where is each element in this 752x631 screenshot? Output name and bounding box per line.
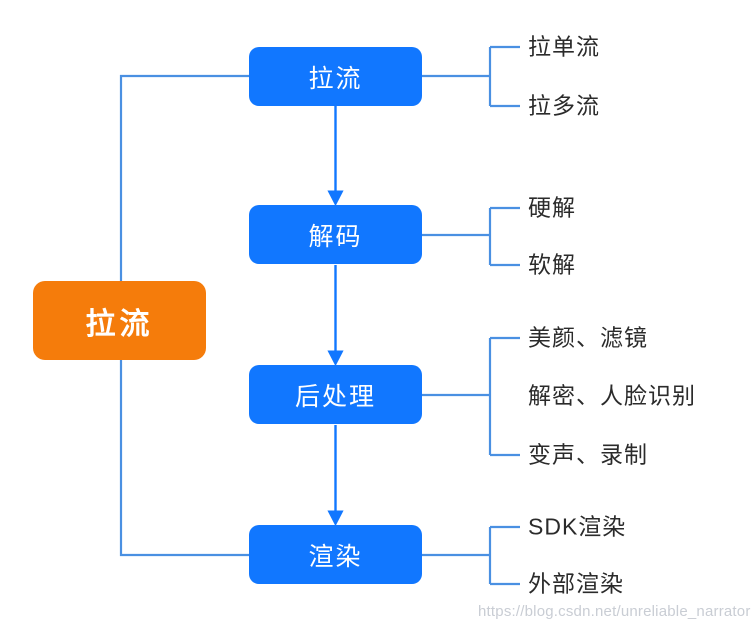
bracket-render bbox=[422, 525, 520, 586]
stage-node-label: 渲染 bbox=[308, 542, 363, 571]
leaf-label-beauty-filter: 美颜、滤镜 bbox=[528, 324, 648, 351]
stage-node-decode[interactable]: 解码 bbox=[249, 205, 422, 264]
leaf-label-decrypt-face-recognition: 解密、人脸识别 bbox=[528, 382, 696, 409]
root-node-label: 拉流 bbox=[85, 307, 154, 341]
watermark-text: https://blog.csdn.net/unreliable_narrato… bbox=[478, 603, 751, 620]
stage-node-render[interactable]: 渲染 bbox=[249, 525, 422, 584]
leaf-label-voice-change-record: 变声、录制 bbox=[528, 441, 648, 468]
leaf-label-sdk-render: SDK渲染 bbox=[528, 513, 627, 540]
leaf-label-hard-decode: 硬解 bbox=[528, 194, 576, 221]
stage-node-label: 后处理 bbox=[294, 382, 376, 411]
bracket-decode bbox=[422, 206, 520, 267]
leaf-brackets bbox=[422, 45, 520, 586]
leaf-label-pull-single: 拉单流 bbox=[528, 33, 600, 60]
leaf-label-soft-decode: 软解 bbox=[528, 251, 576, 278]
bracket-post bbox=[422, 336, 520, 457]
stage-node-label: 解码 bbox=[308, 222, 363, 251]
stage-node-label: 拉流 bbox=[308, 64, 363, 93]
leaf-label-pull-multi: 拉多流 bbox=[528, 92, 600, 119]
stage-node-post-processing[interactable]: 后处理 bbox=[249, 365, 422, 424]
stage-node-pull[interactable]: 拉流 bbox=[249, 47, 422, 106]
bracket-pull bbox=[422, 45, 520, 108]
root-node-pull-stream[interactable]: 拉流 bbox=[33, 281, 206, 360]
leaf-label-external-render: 外部渲染 bbox=[528, 570, 624, 597]
